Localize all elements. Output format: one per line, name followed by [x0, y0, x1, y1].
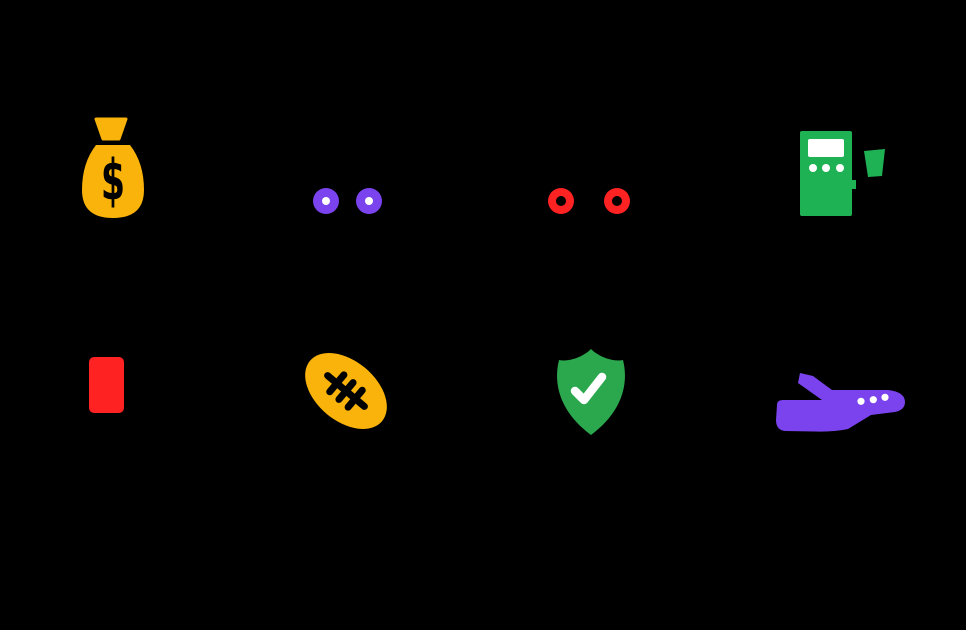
gas-pump-icon	[800, 131, 856, 216]
check-mark	[570, 372, 607, 405]
car-wheel-right	[604, 188, 630, 214]
wheel-hub	[612, 196, 622, 206]
football-laces	[324, 371, 368, 411]
airplane-body	[776, 373, 905, 432]
shopping-cart-wheel-right	[356, 188, 382, 214]
gas-pump-button	[835, 164, 844, 172]
money-bag-flap	[94, 117, 128, 141]
money-bag-icon: $	[82, 117, 144, 218]
gas-pump-button	[808, 164, 817, 172]
credit-card-icon	[89, 357, 124, 413]
gas-pump-hose-mount	[852, 180, 856, 189]
gas-pump-screen	[808, 139, 844, 157]
wheel-hub	[322, 197, 330, 205]
money-bag-body	[82, 145, 144, 218]
car-wheel-left	[548, 188, 574, 214]
dollar-sign: $	[101, 147, 125, 212]
wheel-hub	[556, 196, 566, 206]
wheel-hub	[365, 197, 373, 205]
shopping-cart-wheel-left	[313, 188, 339, 214]
football-icon	[305, 353, 387, 429]
gas-pump-nozzle	[864, 149, 885, 177]
airplane-icon	[776, 373, 905, 432]
gas-pump-button	[822, 164, 830, 172]
shield-check-icon	[557, 349, 625, 435]
airplane-windows	[857, 393, 889, 405]
